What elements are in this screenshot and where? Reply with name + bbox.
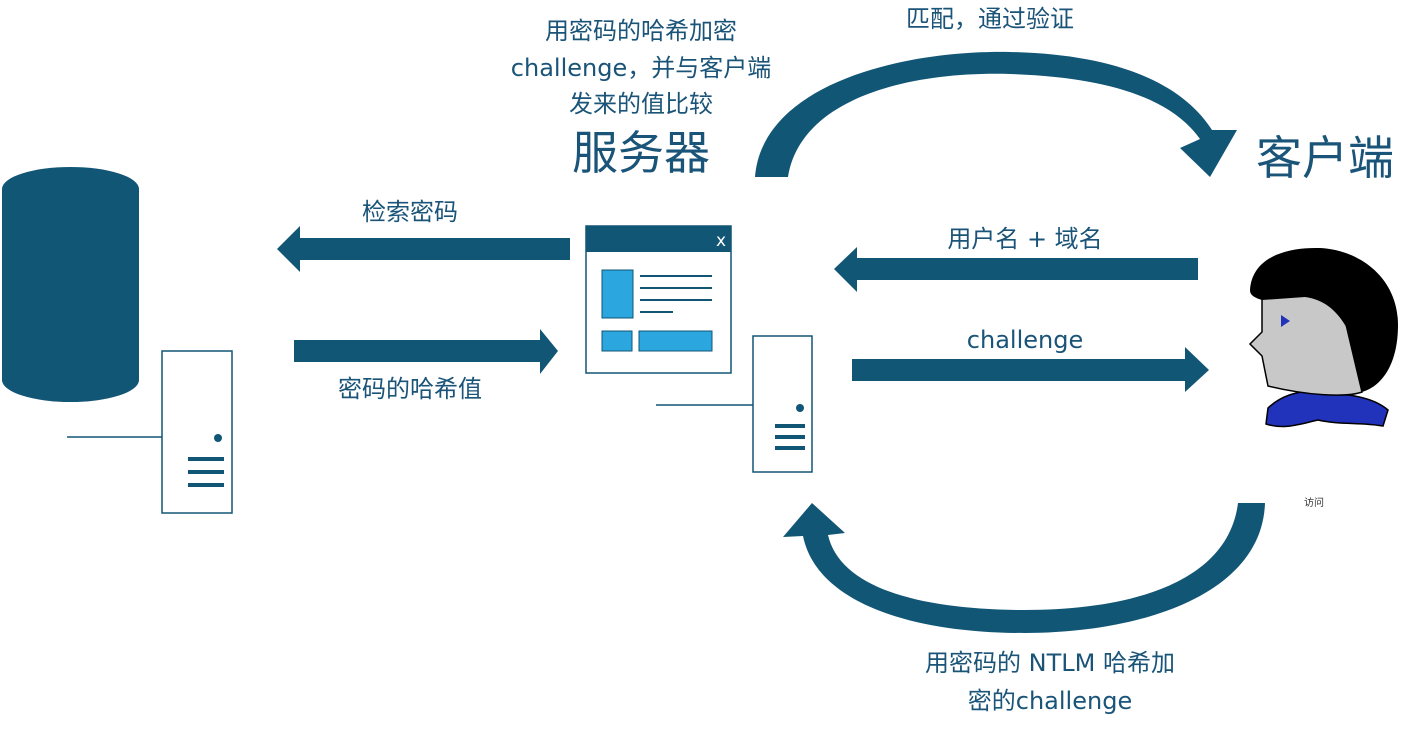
password-hash-label: 密码的哈希值 [338, 375, 482, 403]
server-tower-left-icon [67, 350, 233, 514]
client-title: 客户端 [1256, 131, 1394, 185]
database-icon [2, 167, 139, 402]
server-process-line1: 用密码的哈希加密 [545, 17, 737, 45]
arrow-username-domain [834, 247, 1198, 292]
user-avatar-icon [1248, 247, 1398, 428]
server-process-line2: challenge，并与客户端 [510, 54, 772, 82]
arrow-challenge [852, 347, 1209, 392]
encrypted-challenge-line2: 密的challenge [967, 687, 1133, 715]
encrypted-challenge-line1: 用密码的 NTLM 哈希加 [925, 649, 1175, 677]
match-verified-label: 匹配，通过验证 [906, 5, 1074, 33]
server-process-line3: 发来的值比较 [569, 90, 713, 118]
username-domain-label: 用户名 + 域名 [947, 225, 1103, 253]
close-icon: x [716, 231, 726, 251]
server-tower-right-icon [656, 335, 813, 473]
server-title: 服务器 [572, 126, 710, 180]
arrow-password-hash [294, 329, 558, 374]
retrieve-password-label: 检索密码 [362, 198, 458, 226]
challenge-label: challenge [966, 326, 1084, 354]
curved-arrow-match-verified [755, 51, 1237, 177]
app-window-icon: x [585, 225, 732, 374]
client-caption: 访问 [1304, 498, 1324, 509]
arrow-retrieve-password [277, 226, 570, 272]
curved-arrow-encrypted-challenge [783, 503, 1265, 633]
